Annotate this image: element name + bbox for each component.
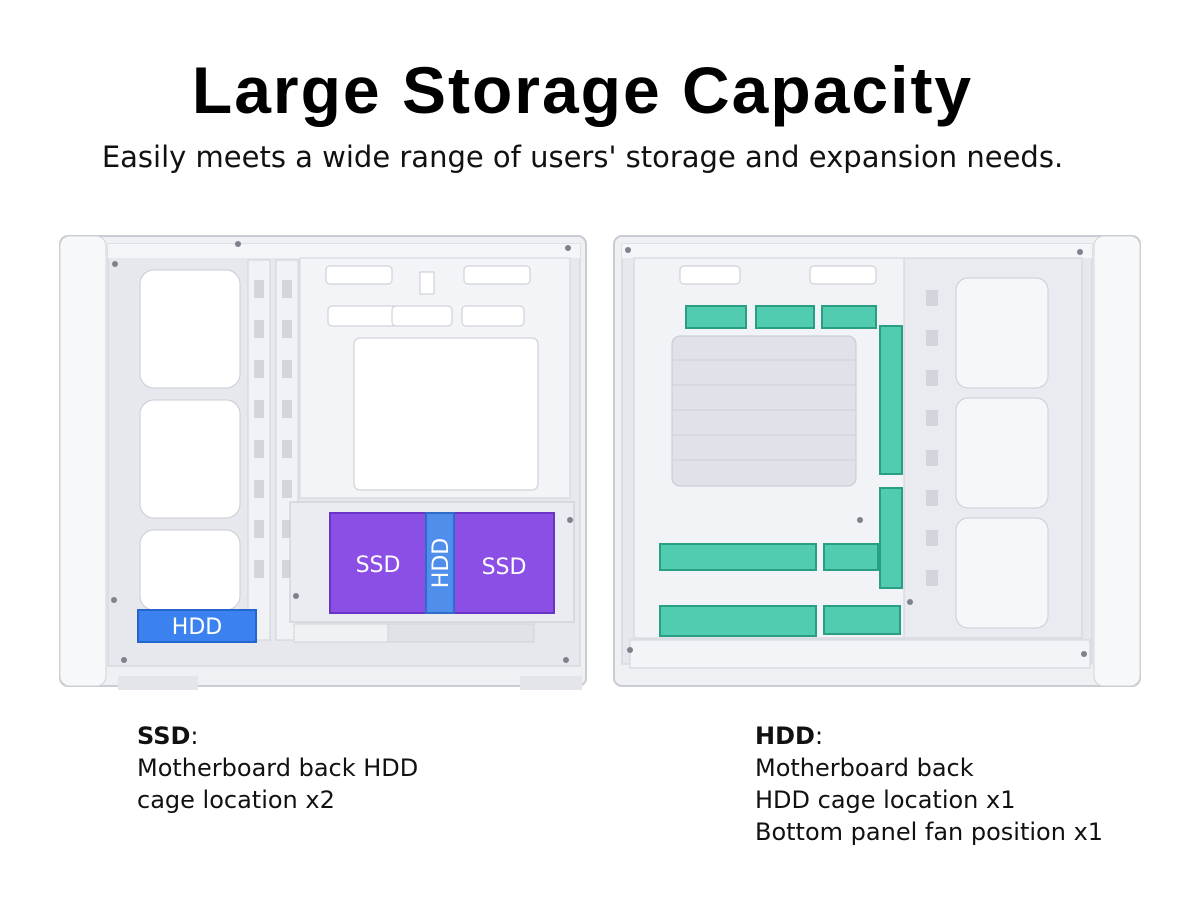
ssd-slot-left-highlight	[329, 512, 427, 614]
ssd-caption-line-1: Motherboard back HDD	[137, 754, 419, 782]
mount-bottom-long-highlight	[659, 605, 817, 637]
case-side-view-image	[610, 230, 1144, 692]
hdd-caption: HDD: Motherboard back HDD cage location …	[755, 720, 1103, 848]
ssd-caption-line-2: cage location x2	[137, 786, 335, 814]
case-back-view-image: SSD SSD HDD HDD	[58, 230, 590, 692]
mount-middle-short-highlight	[823, 543, 879, 571]
hdd-bottom-label: HDD	[172, 615, 222, 640]
mount-vertical-upper-highlight	[879, 325, 903, 475]
page-title: Large Storage Capacity	[191, 53, 974, 127]
hdd-caption-colon: :	[814, 722, 824, 750]
hdd-slot-bottom-highlight	[137, 609, 257, 643]
case-back-view-illustration: SSD SSD HDD HDD	[59, 235, 587, 690]
ssd-slot-right-highlight	[453, 512, 555, 614]
ssd-caption-head: SSD	[137, 722, 191, 750]
hdd-caption-heading: HDD:	[755, 720, 1103, 752]
ssd-caption: SSD: Motherboard back HDD cage location …	[137, 720, 418, 816]
hdd-middle-label: HDD	[429, 538, 454, 588]
ssd-left-label: SSD	[356, 553, 401, 578]
hdd-caption-line-2: HDD cage location x1	[755, 786, 1016, 814]
ssd-right-label: SSD	[482, 555, 527, 580]
case-side-view-illustration	[613, 235, 1141, 687]
page-subtitle: Easily meets a wide range of users' stor…	[101, 140, 1064, 174]
hdd-slot-middle-highlight	[425, 512, 455, 614]
mount-top-3-highlight	[821, 305, 877, 329]
mount-vertical-lower-highlight	[879, 487, 903, 589]
mount-bottom-short-highlight	[823, 605, 901, 635]
mount-top-1-highlight	[685, 305, 747, 329]
hdd-caption-line-3: Bottom panel fan position x1	[755, 818, 1104, 846]
ssd-caption-colon: :	[190, 722, 199, 750]
hdd-caption-head: HDD	[755, 722, 815, 750]
ssd-caption-heading: SSD:	[137, 720, 418, 752]
mount-middle-long-highlight	[659, 543, 817, 571]
mount-top-2-highlight	[755, 305, 815, 329]
hdd-caption-line-1: Motherboard back	[755, 754, 974, 782]
